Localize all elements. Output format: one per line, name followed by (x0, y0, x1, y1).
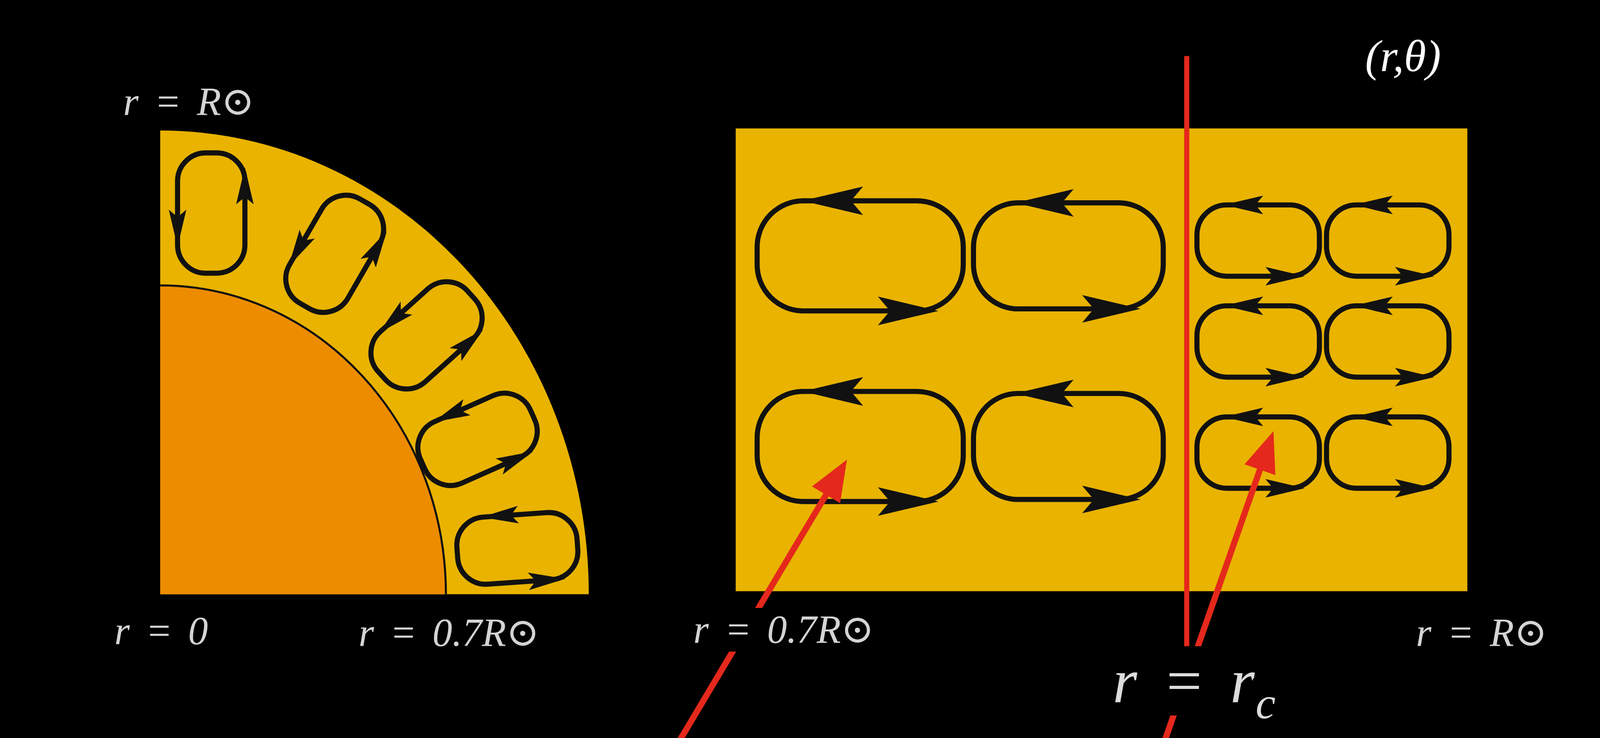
flow-arrowhead (280, 230, 315, 272)
radius-label: r = 0.7R⊙ (356, 611, 543, 656)
flow-arrowhead (1265, 266, 1305, 286)
cell-loop (359, 270, 494, 401)
flow-arrowhead (449, 323, 489, 362)
cell-loop (1326, 416, 1450, 489)
cell-loop (1197, 306, 1320, 378)
convection-cell (1326, 195, 1450, 286)
flow-arrowhead (1265, 368, 1305, 387)
pointer-head (812, 460, 848, 504)
flow-arrowhead (1395, 266, 1435, 286)
flow-arrowhead (1015, 189, 1074, 217)
convection-cell (973, 379, 1164, 514)
radius-label: r = 0 (111, 609, 211, 654)
flow-arrowhead (1265, 479, 1305, 498)
flow-arrowhead (1082, 485, 1141, 514)
convection-cell (267, 180, 402, 328)
cell-loop (275, 185, 394, 323)
sun-quarter (160, 130, 589, 595)
cell-loop (177, 153, 245, 274)
cell-loop (1197, 204, 1320, 277)
cell-loop (757, 200, 964, 312)
convection-cell (405, 376, 550, 503)
convection-cell (1197, 195, 1320, 286)
convection-cell (454, 501, 581, 596)
boundary-line (1184, 56, 1189, 661)
flow-arrowhead (877, 487, 939, 517)
flow-arrowhead (527, 570, 566, 591)
flow-arrowhead (877, 296, 939, 326)
coordinate-label: (r,θ) (1362, 31, 1444, 82)
subscript-label: c (1252, 678, 1279, 729)
flow-arrowhead (168, 209, 187, 247)
pointer-arrow (668, 460, 848, 738)
flow-arrowhead (236, 167, 254, 205)
flow-arrowhead (1395, 368, 1435, 387)
flow-arrowhead (495, 443, 537, 475)
radius-label: r = R⊙ (1413, 611, 1551, 656)
convection-zone-box (735, 128, 1468, 592)
flow-arrowhead (1082, 295, 1141, 323)
convection-cell (757, 186, 964, 326)
flow-arrowhead (1224, 296, 1264, 316)
cell-loop (1326, 306, 1450, 378)
flow-arrowhead (360, 226, 395, 268)
cell-loop (973, 203, 1164, 310)
convection-cell (1326, 407, 1450, 498)
flow-arrowhead (1224, 195, 1264, 215)
flow-arrowhead (1353, 195, 1393, 215)
convection-cell (1197, 296, 1320, 387)
cell-loop (973, 393, 1164, 500)
flow-arrowhead (1353, 407, 1393, 427)
convection-cell (168, 153, 254, 274)
core-boundary (160, 285, 447, 595)
flow-arrowhead (1395, 479, 1435, 498)
pointer-head (1244, 431, 1275, 475)
flow-arrowhead (1224, 407, 1264, 427)
flow-arrowhead (802, 186, 864, 216)
convection-cell (353, 263, 500, 408)
cell-loop (408, 384, 547, 495)
flow-arrowhead (429, 399, 471, 431)
convection-cell (757, 377, 964, 516)
convection-cell (1326, 296, 1450, 387)
cell-loop (757, 391, 964, 502)
flow-arrowhead (373, 301, 413, 340)
radiative-core (160, 285, 447, 595)
convection-zone (160, 130, 589, 595)
flow-arrowhead (1015, 379, 1074, 408)
flow-arrowhead (480, 506, 520, 527)
radius-label: r = r (1110, 646, 1258, 716)
flow-arrowhead (1353, 296, 1393, 316)
radius-label: r = R⊙ (120, 80, 258, 124)
cell-loop (1326, 204, 1450, 277)
convection-cell (973, 189, 1164, 323)
radius-label: r = 0.7R⊙ (690, 608, 877, 652)
flow-arrowhead (802, 377, 864, 407)
convection-cell (1197, 407, 1320, 498)
